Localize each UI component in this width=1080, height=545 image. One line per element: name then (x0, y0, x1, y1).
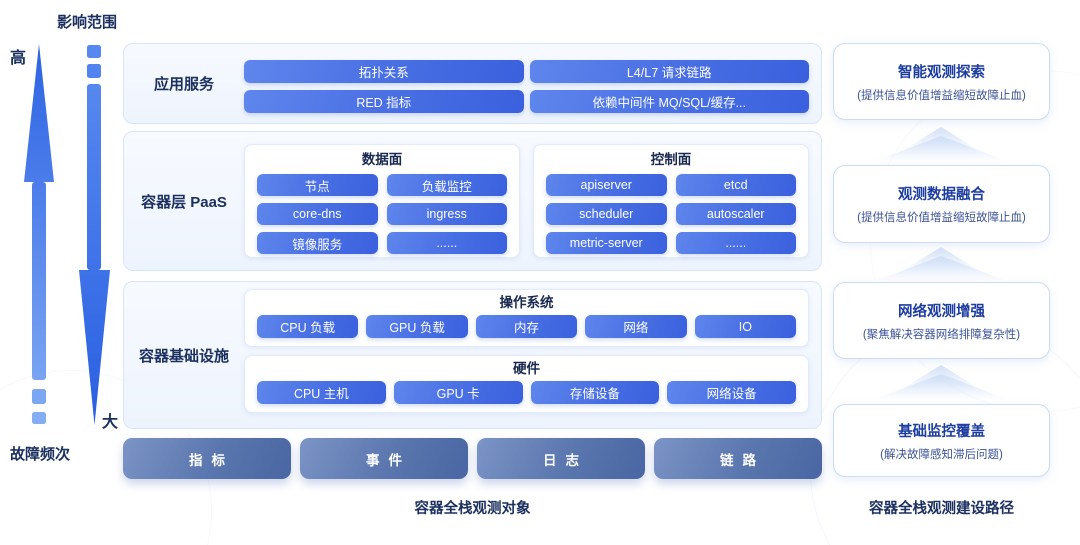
chip-control-plane-more: ...... (675, 232, 796, 254)
path-step-title: 观测数据融合 (898, 187, 985, 203)
chip-scheduler: scheduler (546, 203, 667, 225)
os-title: 操作系统 (499, 295, 554, 310)
path-step-intelligent-exploration: 智能观测探索 (提供信息价值增益缩短故障止血) (833, 43, 1050, 120)
chip-cpu-load: CPU 负载 (257, 315, 359, 338)
chip-network: 网络 (585, 315, 687, 338)
chip-autoscaler: autoscaler (675, 203, 796, 225)
data-plane-title: 数据面 (361, 152, 403, 167)
chevron-up-icon (875, 247, 1007, 281)
hardware-box: 硬件 CPU 主机 GPU 卡 存储设备 网络设备 (244, 355, 809, 413)
chip-etcd: etcd (675, 174, 796, 196)
telemetry-events: 事件 (300, 438, 468, 479)
chip-topology: 拓扑关系 (244, 60, 524, 83)
app-services-chip-grid: 拓扑关系 L4/L7 请求链路 RED 指标 依赖中间件 MQ/SQL/缓存..… (244, 44, 821, 113)
telemetry-traces: 链路 (654, 438, 822, 479)
chevron-up-icon (875, 127, 1007, 161)
down-arrow-shaft (87, 84, 101, 270)
path-step-subtitle: (提供信息价值增益缩短故障止血) (857, 212, 1026, 224)
control-plane-box: 控制面 apiserver etcd scheduler autoscaler … (533, 144, 809, 258)
path-step-title: 网络观测增强 (898, 303, 985, 320)
chip-memory: 内存 (475, 315, 578, 338)
section-app-services: 应用服务 拓扑关系 L4/L7 请求链路 RED 指标 依赖中间件 MQ/SQL… (123, 43, 822, 124)
section-label-container-paas: 容器层 PaaS (141, 193, 227, 211)
chip-ingress: ingress (386, 203, 507, 225)
down-arrow-dash (87, 64, 101, 78)
section-container-paas: 容器层 PaaS 数据面 节点 负载监控 core-dns ingress 镜像… (123, 131, 822, 271)
data-plane-box: 数据面 节点 负载监控 core-dns ingress 镜像服务 ...... (244, 144, 520, 258)
chip-network-device: 网络设备 (667, 381, 796, 404)
path-step-data-fusion: 观测数据融合 (提供信息价值增益缩短故障止血) (833, 165, 1050, 243)
chip-core-dns: core-dns (257, 203, 378, 225)
path-step-subtitle: (提供信息价值增益缩短故障止血) (857, 89, 1026, 102)
chip-image-service: 镜像服务 (257, 232, 378, 254)
chip-metric-server: metric-server (546, 232, 667, 254)
telemetry-metrics: 指标 (123, 438, 291, 479)
down-arrow-dash (87, 45, 101, 58)
path-step-network-enhancement: 网络观测增强 (聚焦解决容器网络排障复杂性) (833, 282, 1050, 359)
path-step-basic-monitoring: 基础监控覆盖 (解决故障感知滞后问题) (833, 404, 1050, 477)
chip-red-metrics: RED 指标 (244, 90, 524, 113)
chip-gpu-card: GPU 卡 (393, 381, 523, 404)
path-step-subtitle: (解决故障感知滞后问题) (880, 448, 1003, 461)
telemetry-logs: 日志 (477, 438, 645, 479)
telemetry-row: 指标 事件 日志 链路 (123, 438, 822, 479)
section-label-app-services: 应用服务 (153, 76, 214, 93)
section-label-container-infra: 容器基础设施 (138, 347, 229, 365)
up-arrow-shaft (32, 182, 46, 380)
high-axis-label: 高 (10, 50, 27, 67)
os-box: 操作系统 CPU 负载 GPU 负载 内存 网络 IO (244, 289, 809, 347)
up-arrow-dash (32, 412, 46, 424)
caption-build-path: 容器全栈观测建设路径 (869, 501, 1014, 517)
chip-apiserver: apiserver (546, 174, 667, 196)
chip-gpu-load: GPU 负载 (366, 315, 468, 338)
chip-data-plane-more: ...... (386, 232, 507, 254)
large-axis-label: 大 (102, 414, 119, 431)
fault-frequency-axis-label: 故障频次 (10, 446, 71, 463)
chip-node: 节点 (257, 174, 378, 196)
impact-scope-axis-label: 影响范围 (57, 14, 118, 31)
chevron-up-icon (875, 365, 1007, 399)
up-arrow-dash (32, 389, 46, 404)
chip-io: IO (694, 315, 797, 338)
control-plane-title: 控制面 (650, 152, 692, 167)
path-step-title: 智能观测探索 (898, 64, 985, 81)
path-step-subtitle: (聚焦解决容器网络排障复杂性) (862, 328, 1021, 341)
up-arrow-head-icon (24, 44, 54, 182)
section-container-infra: 容器基础设施 操作系统 CPU 负载 GPU 负载 内存 网络 IO 硬件 CP… (123, 281, 822, 429)
chip-cpu-host: CPU 主机 (257, 381, 386, 404)
caption-observe-objects: 容器全栈观测对象 (414, 501, 531, 517)
chip-storage-device: 存储设备 (530, 381, 660, 404)
path-step-title: 基础监控覆盖 (898, 423, 985, 440)
chip-l4l7-trace: L4/L7 请求链路 (529, 60, 809, 83)
chip-load-monitoring: 负载监控 (386, 174, 507, 196)
hardware-title: 硬件 (513, 361, 540, 376)
chip-middleware-deps: 依赖中间件 MQ/SQL/缓存... (529, 90, 809, 113)
